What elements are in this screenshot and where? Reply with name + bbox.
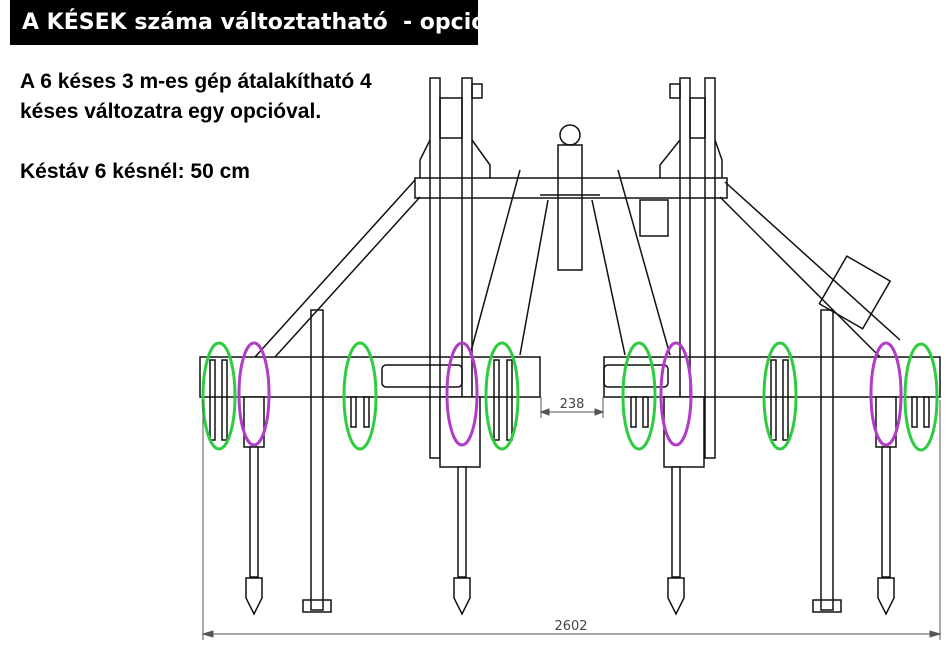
- purple-marker: [659, 341, 693, 447]
- purple-marker: [237, 341, 271, 447]
- knife-shanks: [243, 396, 897, 616]
- six-knife-markers: [201, 341, 939, 452]
- green-marker: [201, 341, 237, 451]
- purple-marker: [445, 341, 479, 447]
- green-marker: [621, 341, 657, 451]
- frame: [199, 77, 941, 613]
- description-line-1: A 6 késes 3 m-es gép átalakítható 4: [20, 70, 372, 93]
- total-width-dimension-label: 2602: [554, 619, 587, 634]
- green-marker: [762, 341, 798, 451]
- description-line-2: késes változatra egy opcióval.: [20, 100, 322, 123]
- dimension-lines: [201, 397, 942, 640]
- page-title: A KÉSEK száma változtatható - opció: [10, 0, 486, 45]
- green-marker: [342, 341, 378, 451]
- knife-shank: [243, 396, 265, 616]
- gap-dimension-label: 238: [560, 397, 585, 412]
- purple-marker: [869, 341, 903, 447]
- knife-spacing-text: Késtáv 6 késnél: 50 cm: [20, 160, 250, 183]
- green-marker: [484, 341, 520, 451]
- knife-shank: [663, 396, 705, 616]
- green-marker: [903, 342, 939, 452]
- four-knife-markers: [237, 341, 903, 447]
- knife-shank: [875, 396, 897, 616]
